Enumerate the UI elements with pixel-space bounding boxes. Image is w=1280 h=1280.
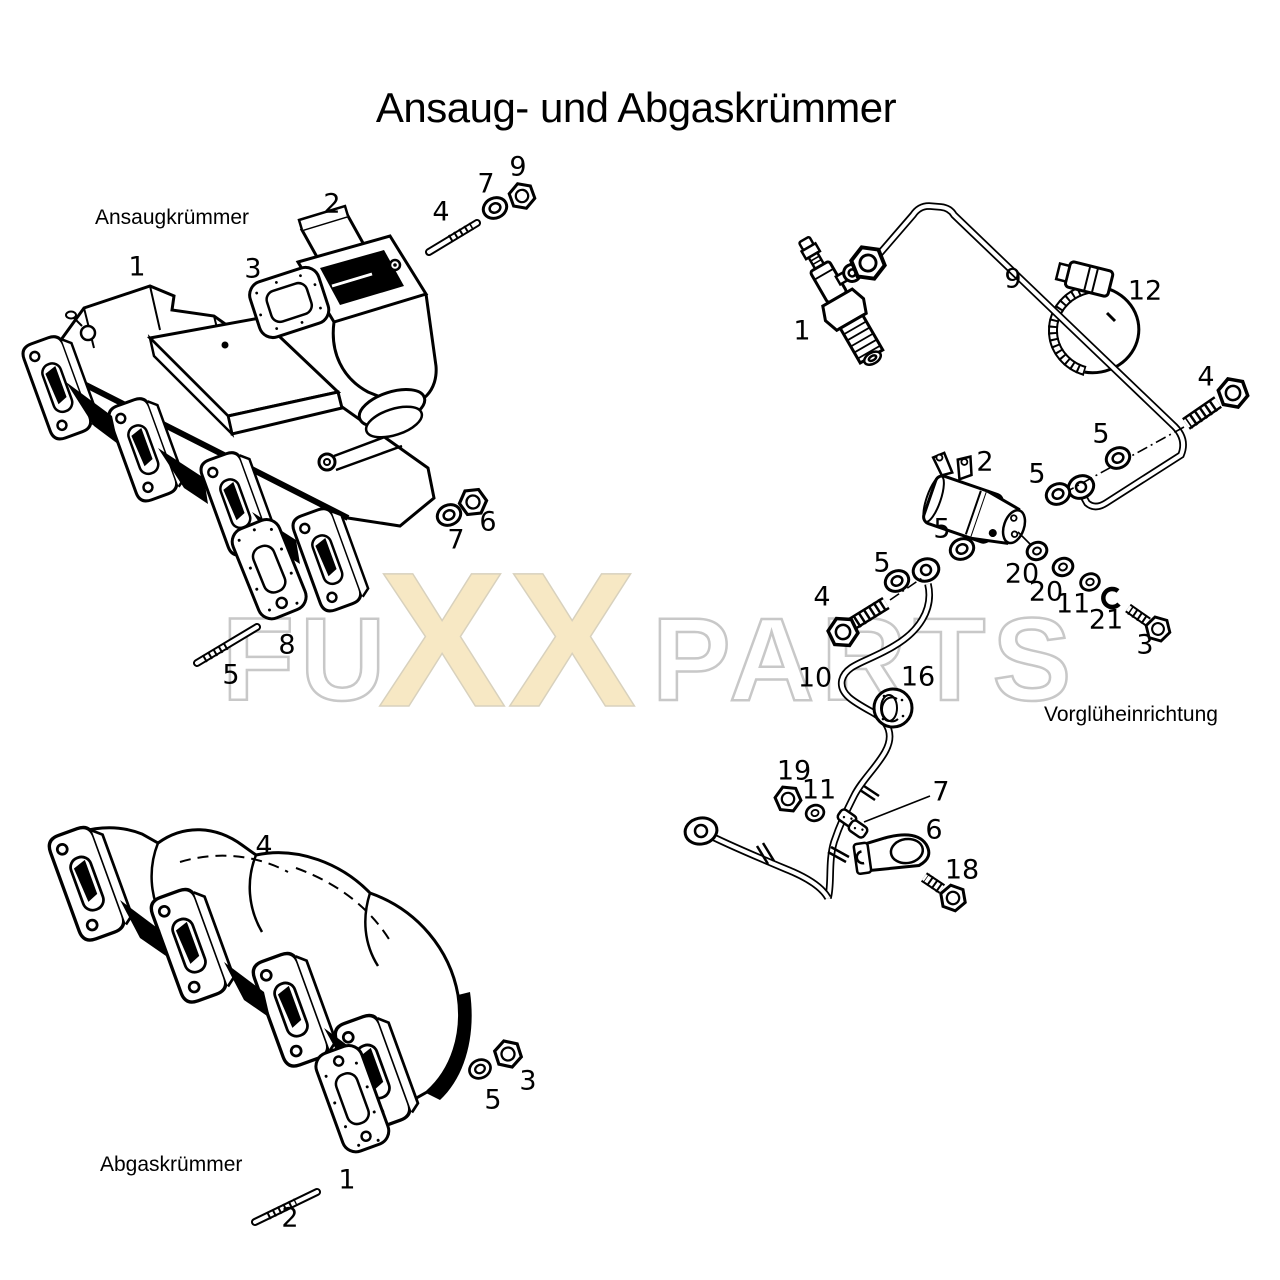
part-number-callout: 5 (933, 513, 951, 545)
part-number-callout: 7 (932, 776, 950, 808)
clip-21 (1101, 586, 1121, 610)
part-number-callout: 10 (797, 662, 833, 694)
part-number-callout: 5 (873, 547, 891, 579)
part-number-callout: 6 (479, 506, 497, 538)
intake-section-label: Ansaugkrümmer (95, 206, 250, 229)
part-number-callout: 8 (278, 629, 296, 661)
part-number-callout: 1 (793, 315, 811, 347)
part-number-callout: 6 (925, 814, 943, 846)
intake-stud-5 (193, 623, 261, 667)
part-number-callout: 11 (801, 774, 837, 806)
glow-section-label: Vorglüheinrichtung (1044, 703, 1218, 726)
part-number-callout: 9 (509, 151, 527, 183)
intake-gasket-drawing (248, 265, 331, 340)
intake-stud-4 (425, 219, 481, 256)
leader-7 (863, 795, 931, 823)
part-number-callout: 5 (1028, 458, 1046, 490)
part-number-callout: 4 (1197, 361, 1215, 393)
glow-solenoid-drawing (922, 451, 1027, 545)
grommet-16-drawing (872, 687, 914, 729)
intake-elbow-drawing (295, 204, 438, 439)
bolt-4-mid-drawing (825, 597, 890, 648)
part-number-callout: 5 (1092, 418, 1110, 450)
part-number-callout: 16 (900, 661, 936, 693)
exhaust-gasket-drawing (314, 1044, 391, 1154)
part-number-callout: 3 (519, 1065, 537, 1097)
watermark-prefix: FU (222, 594, 391, 726)
intake-manifold-drawing (18, 284, 436, 616)
intake-end-gasket-drawing (230, 517, 308, 621)
part-number-callout: 18 (944, 854, 980, 886)
part-number-callout: 5 (222, 659, 240, 691)
exhaust-section-label: Abgaskrümmer (100, 1153, 243, 1176)
bolt-3-drawing (1125, 603, 1175, 645)
glow-plug-drawing (798, 236, 885, 366)
part-number-callout: 3 (244, 253, 262, 285)
part-number-callout: 4 (813, 581, 831, 613)
watermark-accent: XX (378, 532, 638, 747)
part-number-callout: 7 (447, 524, 465, 556)
part-number-callout: 11 (1055, 588, 1091, 620)
part-number-callout: 3 (1136, 629, 1154, 661)
bolt-4-top-drawing (1182, 375, 1252, 430)
part-number-callout: 21 (1088, 604, 1124, 636)
page-title: Ansaug- und Abgaskrümmer (375, 84, 897, 131)
part-number-callout: 19 (776, 755, 812, 787)
part-number-callout: 2 (976, 446, 994, 478)
bolt-18-drawing (920, 872, 971, 915)
exhaust-stud-2 (251, 1188, 321, 1226)
leader-bolt4-mid (889, 577, 923, 601)
part-number-callout: 1 (338, 1164, 356, 1196)
part-number-callout: 9 (1004, 263, 1022, 295)
part-number-callout: 1 (128, 251, 146, 283)
pipe-lugs-7-drawing (836, 808, 869, 839)
part-number-callout: 2 (281, 1202, 299, 1234)
glow-pipe-9-drawing (872, 202, 1187, 511)
part-number-callout: 2 (323, 188, 341, 220)
part-number-callout: 7 (477, 168, 495, 200)
part-number-callout: 4 (255, 830, 273, 862)
part-number-callout: 5 (484, 1084, 502, 1116)
exhaust-manifold-drawing (44, 819, 472, 1134)
banjo-eye-pipe10 (911, 557, 941, 583)
part-number-callout: 4 (432, 196, 450, 228)
hose-clamp-12-drawing (1047, 260, 1141, 376)
part-number-callout: 20 (1004, 558, 1040, 590)
clamp-6-drawing (852, 833, 931, 875)
part-number-callout: 20 (1028, 576, 1064, 608)
part-number-callout: 12 (1127, 275, 1163, 307)
banjo-hose-drawing (683, 816, 832, 901)
